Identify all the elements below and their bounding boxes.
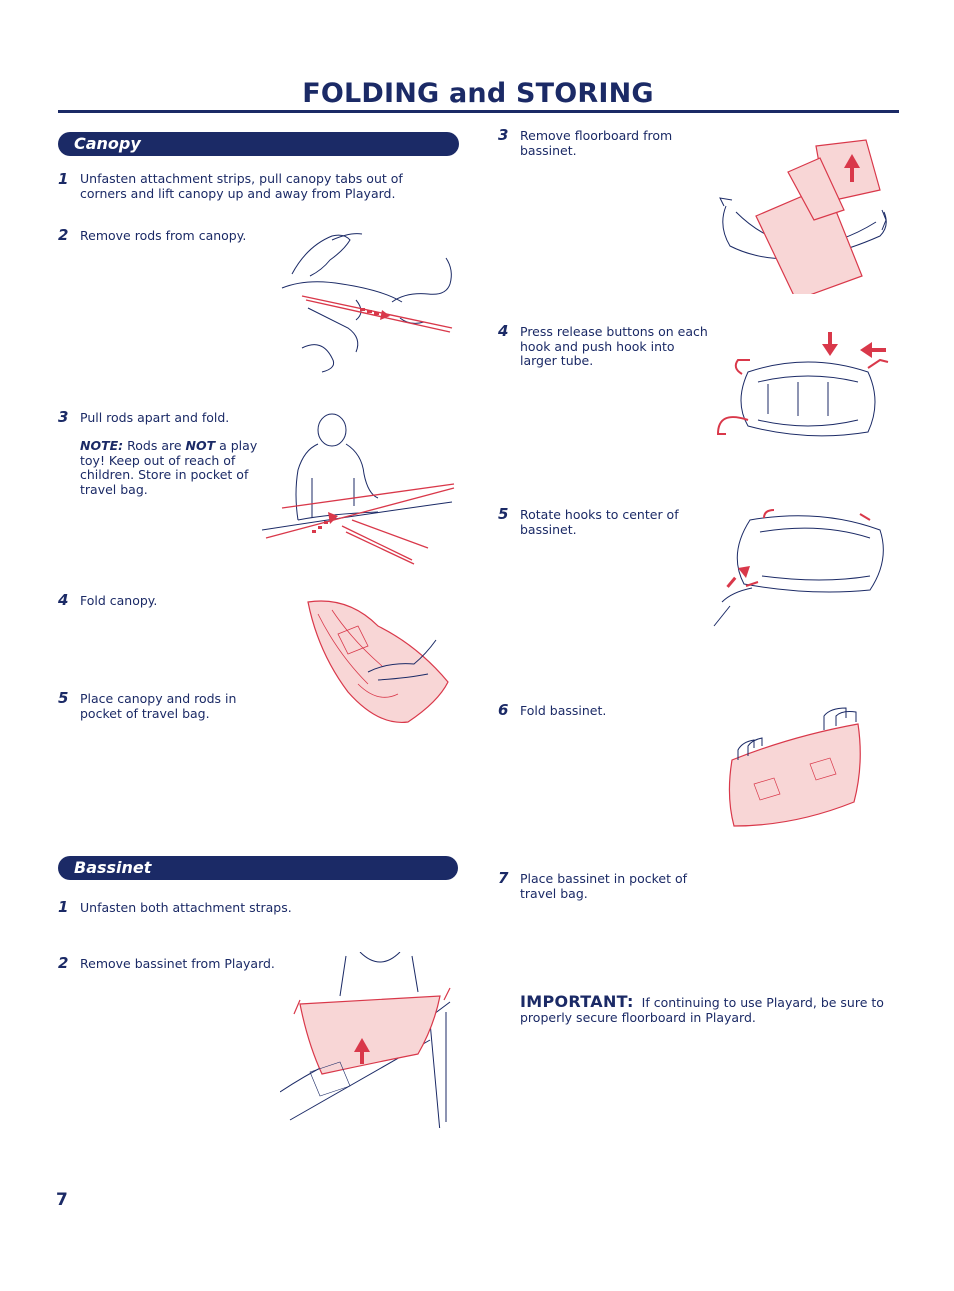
canopy-step-2-text: Remove rods from canopy.	[80, 228, 247, 243]
remove-rods-illustration	[272, 228, 462, 374]
fold-bassinet-illustration	[724, 704, 864, 828]
canopy-step-4-text: Fold canopy.	[80, 593, 158, 608]
bassinet-step-3-number: 3	[498, 126, 509, 144]
important-note: IMPORTANT: If continuing to use Playard,…	[520, 992, 896, 1026]
bassinet-step-6-number: 6	[498, 701, 509, 719]
bassinet-step-1-number: 1	[58, 898, 69, 916]
canopy-heading: Canopy	[74, 134, 141, 153]
bassinet-step-3-text: Remove floorboard from bassinet.	[520, 128, 673, 158]
bassinet-step-7-text: Place bassinet in pocket of travel bag.	[520, 871, 688, 901]
canopy-note: NOTE: Rods are NOT a play toy! Keep out …	[80, 438, 258, 497]
page-number: 7	[56, 1190, 68, 1210]
bassinet-step-6-text: Fold bassinet.	[520, 703, 607, 718]
important-label: IMPORTANT:	[520, 992, 634, 1011]
bassinet-step-1-text: Unfasten both attachment straps.	[80, 900, 292, 915]
note-emph: NOT	[185, 438, 216, 453]
page-title: FOLDING and STORING	[302, 78, 654, 109]
note-pre: Rods are	[123, 438, 186, 453]
bassinet-heading-bar: Bassinet	[58, 856, 458, 880]
bassinet-step-7-number: 7	[498, 869, 509, 887]
title-rule	[58, 110, 899, 113]
bassinet-step-5-number: 5	[498, 505, 509, 523]
canopy-step-1-number: 1	[58, 170, 69, 188]
fold-rods-illustration	[262, 408, 458, 570]
canopy-step-2-number: 2	[58, 226, 69, 244]
canopy-step-3-text: Pull rods apart and fold.	[80, 410, 230, 425]
bassinet-step-4-number: 4	[498, 322, 509, 340]
canopy-step-5-number: 5	[58, 689, 69, 707]
canopy-step-3-number: 3	[58, 408, 69, 426]
canopy-step-1-text: Unfasten attachment strips, pull canopy …	[80, 171, 403, 201]
note-post: a play toy! Keep out of reach of childre…	[80, 438, 258, 497]
remove-floorboard-illustration	[716, 126, 892, 294]
bassinet-heading: Bassinet	[74, 858, 152, 877]
rotate-hooks-illustration	[710, 506, 890, 636]
remove-bassinet-illustration	[280, 952, 460, 1128]
bassinet-step-5-text: Rotate hooks to center of bassinet.	[520, 507, 679, 537]
press-release-buttons-illustration	[708, 324, 900, 444]
canopy-heading-bar: Canopy	[58, 132, 459, 156]
bassinet-step-2-text: Remove bassinet from Playard.	[80, 956, 275, 971]
important-text: If continuing to use Playard, be sure to…	[520, 995, 884, 1025]
bassinet-step-2-number: 2	[58, 954, 69, 972]
bassinet-step-4-text: Press release buttons on each hook and p…	[520, 324, 708, 368]
canopy-step-4-number: 4	[58, 591, 69, 609]
fold-canopy-illustration	[298, 594, 458, 726]
note-label: NOTE:	[80, 438, 124, 453]
canopy-step-5-text: Place canopy and rods in pocket of trave…	[80, 691, 237, 721]
